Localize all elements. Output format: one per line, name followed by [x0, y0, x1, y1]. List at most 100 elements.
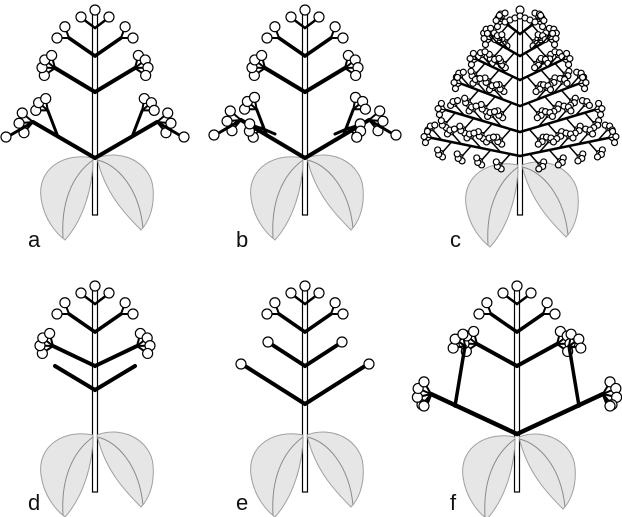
panel-e: [236, 281, 374, 517]
branch: [477, 344, 517, 366]
branch: [463, 146, 471, 155]
branch: [517, 314, 543, 332]
flower-bud: [567, 56, 573, 62]
flower-bud: [586, 102, 592, 108]
flower-bud: [460, 69, 466, 75]
main-stem: [303, 14, 308, 215]
branch: [95, 68, 135, 92]
flower-bud: [512, 281, 522, 291]
branch: [53, 346, 95, 366]
flower-bud: [120, 22, 130, 32]
flower-bud: [438, 100, 444, 106]
flower-bud: [452, 86, 458, 92]
branch: [466, 118, 474, 127]
panel-a: [1, 5, 189, 240]
branch: [279, 314, 305, 332]
flower-bud: [552, 42, 558, 48]
flower-bud: [474, 155, 480, 161]
branch: [502, 154, 510, 163]
flower-bud: [419, 377, 429, 387]
flower-bud: [438, 118, 444, 124]
flower-bud: [1, 132, 11, 142]
branch: [471, 90, 479, 99]
flower-bud: [555, 162, 561, 168]
panel-f: [412, 281, 621, 517]
flower-bud: [422, 140, 428, 146]
branch: [484, 124, 492, 133]
flower-bud: [468, 62, 474, 68]
flower-bud: [535, 141, 541, 147]
flower-bud: [330, 298, 340, 308]
flower-bud: [496, 55, 502, 61]
branch: [69, 38, 95, 56]
branch: [495, 46, 503, 55]
flower-bud: [52, 309, 62, 319]
branch: [529, 129, 537, 138]
branch: [504, 103, 512, 112]
branch: [305, 344, 339, 366]
flower-bud: [60, 22, 70, 32]
flower-bud: [270, 298, 280, 308]
panel-b: [209, 5, 401, 240]
branch: [569, 146, 577, 155]
panel-d: [35, 281, 155, 517]
branch: [95, 38, 121, 56]
flower-bud: [482, 49, 488, 55]
branch: [271, 344, 305, 366]
branch: [526, 53, 534, 62]
flower-bud: [47, 50, 57, 60]
branch: [528, 103, 536, 112]
branch: [569, 346, 579, 406]
flower-bud: [492, 109, 498, 115]
main-stem: [515, 290, 520, 492]
branch: [491, 314, 517, 332]
main-stem: [93, 14, 98, 215]
branch: [537, 46, 545, 55]
flower-bud: [582, 86, 588, 92]
flower-bud: [541, 18, 547, 24]
flower-bud: [225, 106, 235, 116]
flower-bud: [250, 92, 260, 102]
flower-bud: [533, 89, 539, 95]
flower-bud: [104, 288, 114, 298]
flower-bud: [542, 298, 552, 308]
flower-bud: [454, 74, 460, 80]
flower-bud: [120, 298, 130, 308]
flower-bud: [375, 106, 385, 116]
branch: [55, 68, 95, 92]
flower-bud: [470, 50, 476, 56]
flower-bud: [474, 309, 484, 319]
branch: [585, 113, 593, 122]
flower-bud: [300, 281, 310, 291]
flower-bud: [143, 348, 153, 358]
flower-bud: [257, 50, 267, 60]
flower-bud: [262, 309, 272, 319]
flower-bud: [490, 134, 496, 140]
flower-bud: [532, 19, 538, 25]
panel-label-b: b: [236, 227, 248, 252]
flower-bud: [209, 130, 219, 140]
panel-label-f: f: [450, 490, 457, 515]
branch: [305, 314, 331, 332]
flower-bud: [484, 30, 490, 36]
flower-bud: [612, 140, 618, 146]
flower-bud: [45, 328, 55, 338]
flower-bud: [550, 309, 560, 319]
flower-bud: [568, 108, 574, 114]
branch: [548, 124, 556, 133]
flower-bud: [594, 154, 600, 160]
flower-bud: [598, 112, 604, 118]
branch: [431, 394, 517, 434]
branch: [95, 122, 157, 158]
branch: [541, 70, 549, 79]
flower-bud: [454, 151, 460, 157]
flower-bud: [482, 42, 488, 48]
flower-bud: [536, 166, 542, 172]
flower-bud: [432, 122, 438, 128]
branch: [455, 346, 465, 406]
flower-bud: [534, 115, 540, 121]
flower-bud: [482, 298, 492, 308]
flower-bud: [599, 106, 605, 112]
flower-bud: [338, 309, 348, 319]
flower-bud: [262, 33, 272, 43]
